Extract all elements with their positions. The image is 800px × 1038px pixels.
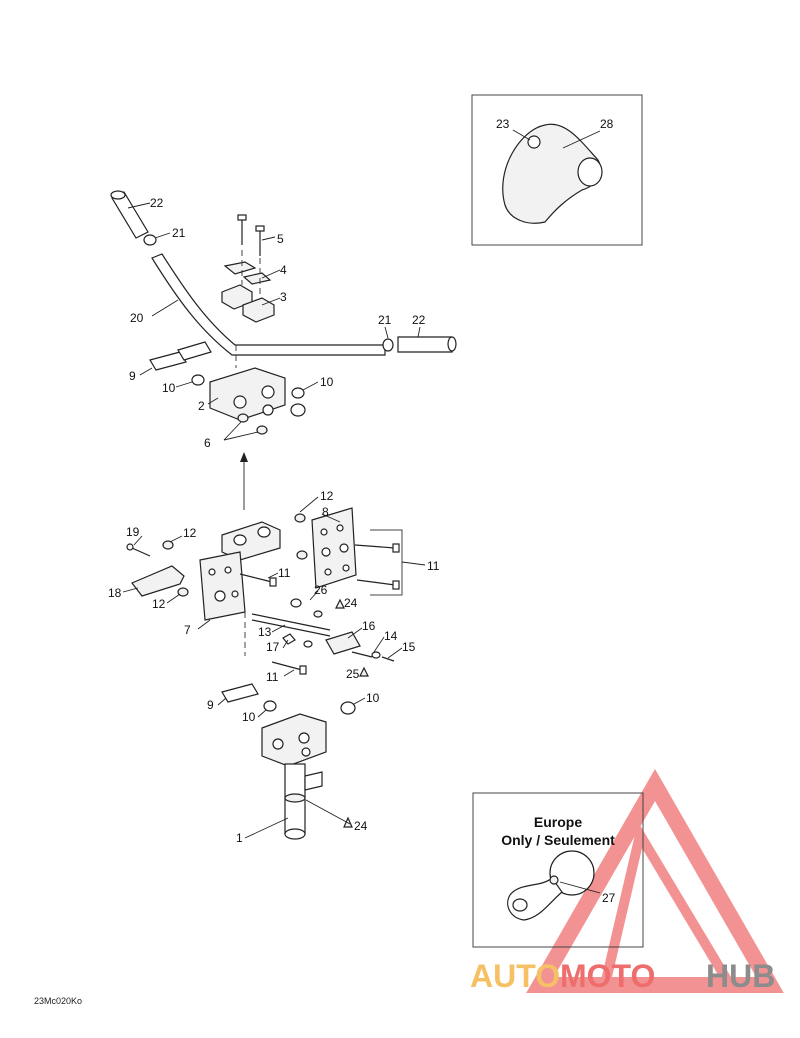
callout-22-right: 22 (412, 313, 426, 327)
watermark-auto: AUTO (470, 958, 560, 994)
callout-16: 16 (362, 619, 376, 633)
callout-27: 27 (602, 891, 616, 905)
watermark-logo (526, 768, 784, 993)
europe-only-label: Only / Seulement (501, 832, 615, 848)
callout-6: 6 (204, 436, 211, 450)
callout-28: 28 (600, 117, 614, 131)
callout-12-upper: 12 (320, 489, 334, 503)
callout-10-bottom-right: 10 (366, 691, 380, 705)
callout-26: 26 (314, 583, 328, 597)
inset-europe: Europe Only / Seulement 27 (472, 792, 644, 948)
figure-code: 23Mc020Ko (34, 996, 82, 1006)
handlebar-assembly: 22 21 5 4 3 20 21 22 9 10 10 2 6 (110, 190, 457, 510)
callout-9-bottom: 9 (207, 698, 214, 712)
callout-10-top-right: 10 (320, 375, 334, 389)
callout-18: 18 (108, 586, 122, 600)
watermark-hub: HUB (706, 958, 775, 994)
callout-12-lower: 12 (152, 597, 166, 611)
callout-11-mid: 11 (278, 566, 291, 580)
callout-2: 2 (198, 399, 205, 413)
callout-23: 23 (496, 117, 510, 131)
callout-12-left: 12 (183, 526, 197, 540)
watermark-text: AUTO MOTO HUB (470, 958, 775, 994)
callout-24-bottom: 24 (354, 819, 368, 833)
europe-label: Europe (534, 814, 582, 830)
callout-3: 3 (280, 290, 287, 304)
callout-11-right: 11 (427, 559, 440, 573)
callout-13: 13 (258, 625, 272, 639)
callout-15: 15 (402, 640, 416, 654)
callout-17: 17 (266, 640, 280, 654)
bracket-assembly: 12 8 11 19 12 11 18 12 7 26 24 13 16 14 … (108, 489, 440, 684)
callout-4: 4 (280, 263, 287, 277)
callout-1: 1 (236, 831, 243, 845)
callout-25: 25 (346, 667, 360, 681)
callout-21-right: 21 (378, 313, 392, 327)
callout-22-left: 22 (150, 196, 164, 210)
callout-5: 5 (277, 232, 284, 246)
callout-19: 19 (126, 525, 140, 539)
callout-9-top: 9 (129, 369, 136, 383)
callout-24-mid: 24 (344, 596, 358, 610)
watermark-moto: MOTO (560, 958, 655, 994)
steering-column-assembly: 9 10 10 1 24 (207, 683, 380, 845)
callout-14: 14 (384, 629, 398, 643)
callout-10-bottom-left: 10 (242, 710, 256, 724)
callout-11-bottom: 11 (266, 670, 279, 684)
callout-20: 20 (130, 311, 144, 325)
callout-7: 7 (184, 623, 191, 637)
inset-handle-cover: 23 28 (471, 94, 643, 246)
callout-8: 8 (322, 505, 329, 519)
callout-10-top-left: 10 (162, 381, 176, 395)
callout-21-left: 21 (172, 226, 186, 240)
